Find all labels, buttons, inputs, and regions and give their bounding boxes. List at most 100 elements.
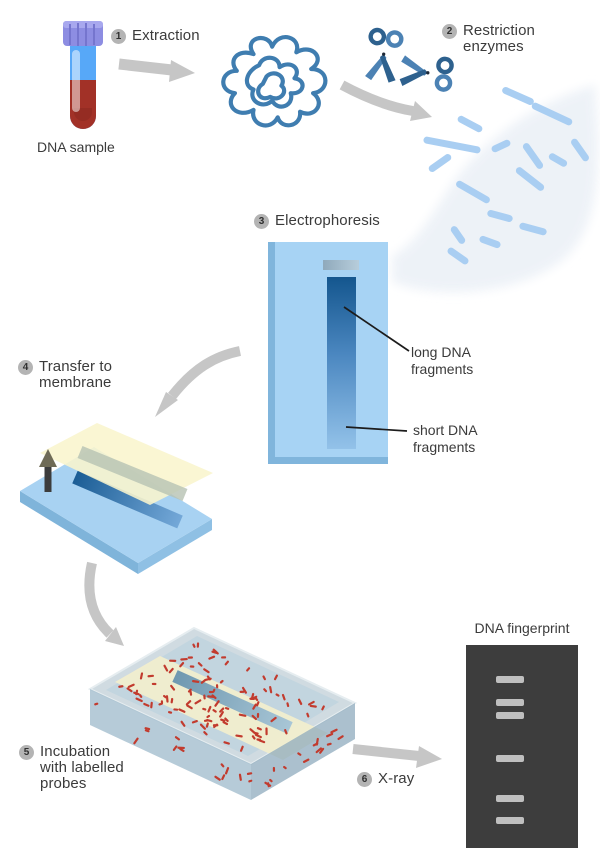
probe-dash xyxy=(321,705,325,711)
probe-dash xyxy=(273,674,278,681)
probe-dash xyxy=(239,745,244,752)
labelled-probes xyxy=(94,642,344,788)
probe-dash xyxy=(162,694,167,699)
arrow-xray xyxy=(352,744,442,768)
short-fragments-leader-line xyxy=(345,426,408,432)
probe-dash xyxy=(214,700,220,707)
arrow-to-transfer xyxy=(155,346,242,417)
dna-fragment xyxy=(456,180,490,204)
probe-dash xyxy=(330,728,338,734)
probe-dash xyxy=(203,719,209,722)
probe-dash xyxy=(133,737,139,745)
probe-dash xyxy=(281,693,286,701)
short-dna-fragments-label: short DNA fragments xyxy=(413,422,478,455)
probe-dash xyxy=(269,686,273,694)
probe-dash xyxy=(94,702,99,706)
step-3-electrophoresis: 3 Electrophoresis xyxy=(254,213,380,229)
fingerprint-band xyxy=(496,817,524,824)
probe-dash xyxy=(224,767,230,775)
arrow-to-fragments xyxy=(339,80,432,121)
dna-fragment xyxy=(479,235,501,249)
probe-dash xyxy=(196,642,200,648)
long-fragments-leader-line xyxy=(343,306,410,352)
step-4-badge: 4 xyxy=(18,360,33,375)
fingerprint-band xyxy=(496,755,524,762)
probe-dash xyxy=(150,701,153,709)
step-2-restriction-enzymes: 2 Restriction enzymes xyxy=(442,23,535,55)
probe-dash xyxy=(170,684,176,691)
probe-dash xyxy=(180,720,186,727)
step-1-badge: 1 xyxy=(111,29,126,44)
probe-dash xyxy=(191,719,198,724)
probe-dash xyxy=(205,722,209,728)
probe-dash xyxy=(326,732,334,738)
probe-dash xyxy=(203,694,206,700)
probe-dash xyxy=(143,702,150,707)
incubation-tray-graphic xyxy=(87,626,358,800)
probe-dash xyxy=(238,713,247,717)
probe-dash xyxy=(284,729,288,735)
probe-dash xyxy=(172,745,178,751)
probe-dash xyxy=(220,763,225,768)
probe-dash xyxy=(219,707,225,713)
probe-dash xyxy=(187,688,192,693)
probe-dash xyxy=(127,683,135,688)
probe-dash xyxy=(256,712,260,718)
dna-fragment xyxy=(450,226,466,244)
probe-dash xyxy=(165,695,169,703)
scissors-icon xyxy=(365,29,403,83)
probe-dash xyxy=(222,721,229,726)
tray-wall-left xyxy=(90,689,251,800)
probe-dash xyxy=(263,688,268,693)
probe-dash xyxy=(173,708,179,711)
dna-fragment xyxy=(531,102,573,126)
dna-fragments xyxy=(423,87,589,265)
test-tube-icon xyxy=(63,21,103,129)
up-arrow-head xyxy=(39,449,57,467)
probe-dash xyxy=(251,714,257,721)
transfer-to-membrane-graphic xyxy=(20,423,213,574)
probe-dash xyxy=(151,682,157,686)
probe-dash xyxy=(221,774,226,781)
probe-dash xyxy=(246,667,251,672)
dna-fingerprint-label: DNA fingerprint xyxy=(474,620,570,636)
probe-dash xyxy=(207,705,212,713)
probe-dash xyxy=(135,697,143,703)
step-6-badge: 6 xyxy=(357,772,372,787)
probe-dash xyxy=(180,657,188,661)
gel-slab-side xyxy=(20,491,138,574)
probe-dash xyxy=(315,747,323,754)
dna-fragment xyxy=(548,153,568,167)
probe-dash xyxy=(179,661,185,668)
probe-dash xyxy=(264,781,272,787)
xray-film xyxy=(466,645,578,848)
probe-dash xyxy=(118,685,124,688)
step-3-badge: 3 xyxy=(254,214,269,229)
tube-highlight xyxy=(72,50,80,112)
dna-fragment xyxy=(522,143,544,169)
probe-dash xyxy=(158,702,163,706)
probe-dash xyxy=(250,695,258,700)
gel-slab-band xyxy=(72,470,183,529)
probe-dash xyxy=(204,677,212,682)
probe-dash xyxy=(139,672,144,680)
probe-dash xyxy=(309,704,317,708)
probe-dash xyxy=(241,686,248,694)
probe-dash xyxy=(189,665,195,668)
probe-dash xyxy=(185,700,192,706)
probe-dash xyxy=(214,775,221,781)
probe-dash xyxy=(224,707,230,710)
probe-dash xyxy=(139,694,143,698)
dna-fragment xyxy=(423,136,481,154)
dna-fragment xyxy=(502,87,534,105)
probe-dash xyxy=(197,662,203,667)
fingerprint-bands xyxy=(496,676,524,824)
probe-dash xyxy=(239,690,245,693)
probe-dash xyxy=(215,684,219,689)
dna-fragment xyxy=(457,115,483,133)
dna-fragment xyxy=(447,247,469,265)
probe-dash xyxy=(174,736,181,741)
probe-dash xyxy=(297,698,303,706)
dna-fragment xyxy=(515,167,545,191)
probe-dash xyxy=(275,693,280,697)
